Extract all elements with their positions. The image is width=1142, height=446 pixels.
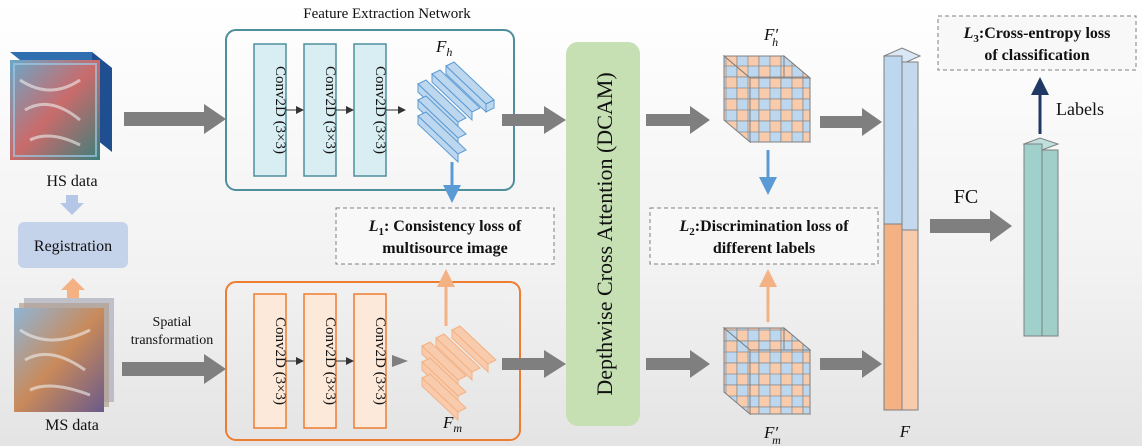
hs-conv1-label: Conv2D (3×3) xyxy=(272,66,288,154)
fh-prime-cube xyxy=(722,54,812,144)
l3-line2: of classification xyxy=(984,47,1089,64)
hs-conv2-label: Conv2D (3×3) xyxy=(322,66,338,154)
l3-loss-box xyxy=(937,15,1137,71)
hs-conv-stack: Conv2D (3×3) Conv2D (3×3) Conv2D (3×3) xyxy=(253,43,406,177)
f-concat-bar xyxy=(882,47,922,411)
registration-label: Registration xyxy=(34,238,112,255)
fh-prime-label: F′h xyxy=(763,25,778,49)
l2-line2: different labels xyxy=(713,240,815,257)
ms-conv2-label: Conv2D (3×3) xyxy=(322,317,338,405)
hs-registration-arrow xyxy=(60,195,84,215)
l1-loss-box xyxy=(335,207,555,265)
dcam-to-fm-prime-arrow xyxy=(646,350,710,378)
l1-line2: multisource image xyxy=(382,240,507,257)
fm-prime-cube xyxy=(722,326,812,416)
ms-data-image xyxy=(14,298,114,412)
ms-conv3 xyxy=(353,293,387,429)
fm-prime-label: F′m xyxy=(763,423,781,446)
ms-conv1-label: Conv2D (3×3) xyxy=(272,317,288,405)
hs-data-label: HS data xyxy=(46,173,97,190)
fm-to-dcam-arrow xyxy=(502,350,566,378)
fm-prime-to-f-arrow xyxy=(820,350,882,378)
fc-label: FC xyxy=(954,186,978,208)
l3-line1: L3:Cross-entropy loss xyxy=(963,25,1111,45)
hs-input-arrow xyxy=(124,104,226,134)
spatial-transformation-line2: transformation xyxy=(131,333,213,348)
dcam-to-fh-prime-arrow xyxy=(646,106,710,134)
fh-feature-blocks xyxy=(417,61,495,164)
fc-arrow xyxy=(930,210,1012,242)
l1-line1: L1: Consistency loss of xyxy=(368,218,522,238)
fm-label: Fm xyxy=(442,413,462,435)
ms-input-arrow xyxy=(122,354,226,384)
registration-box xyxy=(18,222,128,268)
dcam-label: Depthwise Cross Attention (DCAM) xyxy=(592,72,617,395)
ms-data-label: MS data xyxy=(45,417,99,434)
fh-prime-to-f-arrow xyxy=(820,108,882,136)
ms-registration-arrow xyxy=(61,278,85,298)
output-bar xyxy=(1022,137,1060,337)
hs-conv3-label: Conv2D (3×3) xyxy=(372,66,388,154)
ms-conv3-label: Conv2D (3×3) xyxy=(372,317,388,405)
dcam-block xyxy=(566,42,640,426)
fh-label: Fh xyxy=(435,37,452,59)
l2-loss-box xyxy=(649,207,879,265)
feature-extraction-title: Feature Extraction Network xyxy=(303,6,471,22)
l2-line1: L2:Discrimination loss of xyxy=(678,218,849,238)
f-label: F xyxy=(899,422,911,441)
hs-data-image xyxy=(10,52,112,160)
hs-network-box xyxy=(225,29,515,191)
ms-conv2 xyxy=(303,293,337,429)
labels-label: Labels xyxy=(1056,99,1104,119)
spatial-transformation-line1: Spatial xyxy=(153,315,192,330)
fm-feature-blocks xyxy=(421,325,497,422)
fh-to-dcam-arrow xyxy=(502,106,566,134)
ms-conv-stack: Conv2D (3×3) Conv2D (3×3) Conv2D (3×3) xyxy=(253,293,408,429)
